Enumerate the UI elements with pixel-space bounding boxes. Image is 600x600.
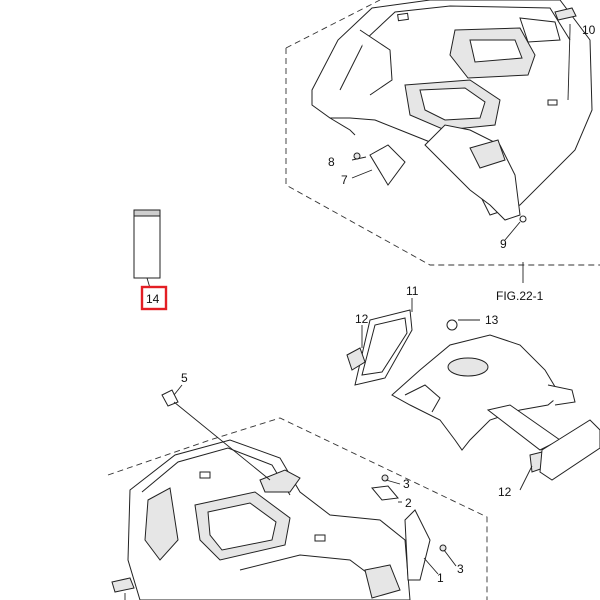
highlight-box [140, 285, 168, 311]
callout-14-highlighted[interactable]: 14 [140, 285, 168, 311]
callout-12-side-decal: 12 [498, 485, 512, 499]
callout-9: 9 [500, 237, 507, 251]
callout-14: 14 [146, 292, 160, 306]
callout-12-decal: 12 [355, 312, 369, 326]
decal-10 [554, 7, 577, 30]
callout-13: 13 [485, 313, 499, 327]
callout-10: 10 [582, 23, 596, 37]
warning-label-14 [133, 209, 161, 289]
leader-lines [173, 29, 571, 575]
callout-5: 5 [181, 371, 188, 385]
callout-11: 11 [406, 284, 419, 298]
rear-fender-assembly [285, 0, 600, 266]
callout-2: 2 [405, 496, 412, 510]
figure-reference: FIG.22-1 [496, 289, 544, 303]
callout-1: 1 [437, 571, 444, 585]
front-fender-assembly [107, 417, 488, 600]
callout-3-lower: 3 [457, 562, 464, 576]
callout-3-upper: 3 [403, 477, 410, 491]
callout-7: 7 [341, 173, 348, 187]
callout-8: 8 [328, 155, 335, 169]
tank-cover-assembly [346, 309, 600, 481]
